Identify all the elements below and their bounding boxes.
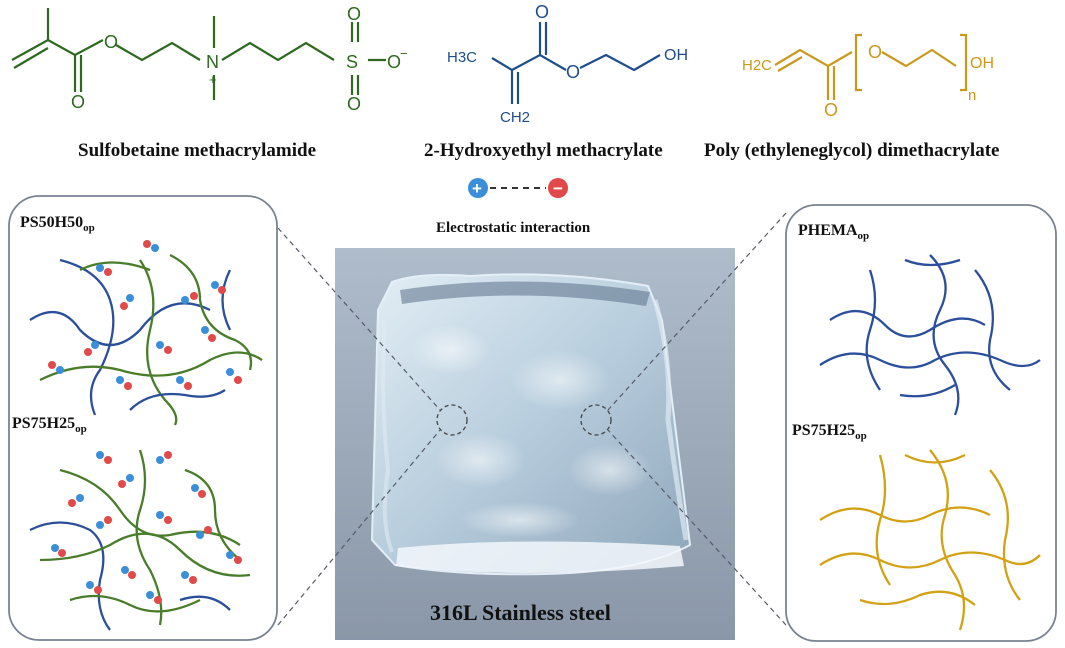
atom-o: O — [104, 32, 118, 52]
atom-o: O — [347, 94, 361, 114]
atom-o: O — [824, 100, 838, 120]
positive-charge-icon — [468, 178, 488, 198]
atom-oh: OH — [970, 55, 994, 72]
zoom-circle-left — [436, 404, 468, 436]
panel-label-ps75h25-right: PS75H25op — [792, 422, 867, 442]
charge-plus: + — [209, 72, 217, 87]
atom-h3c: H3C — [447, 49, 477, 66]
network-ps75h25-right — [819, 449, 1041, 631]
atom-o: O — [347, 4, 361, 24]
pegdma-structure — [774, 33, 968, 100]
panel-label-ps75h25-left: PS75H25op — [12, 415, 87, 435]
sulfobetaine-name: Sulfobetaine methacrylamide — [78, 140, 317, 161]
charges-ps75h25-left — [51, 451, 242, 604]
sulfobetaine-structure — [11, 8, 386, 100]
atom-h2c: H2C — [742, 57, 772, 74]
network-ps50h50 — [29, 253, 263, 426]
charge-minus: − — [400, 46, 408, 61]
network-phema — [819, 254, 1041, 416]
panel-label-ps50h50: PS50H50op — [20, 214, 95, 234]
charges-ps50h50 — [48, 240, 242, 390]
steel-caption: 316L Stainless steel — [430, 600, 611, 625]
atom-o: O — [387, 52, 401, 72]
hema-atoms: H3C O O OH CH2 — [447, 2, 688, 126]
pegdma-atoms: H2C O O OH n — [742, 42, 994, 120]
zoom-connectors — [277, 212, 787, 626]
atom-o: O — [868, 42, 882, 62]
atom-o: O — [535, 2, 549, 22]
atom-ch2: CH2 — [500, 109, 530, 126]
atom-n: N — [206, 52, 219, 72]
right-panel — [785, 204, 1057, 642]
repeat-n: n — [968, 87, 976, 104]
svg-text:+: + — [472, 179, 482, 198]
sulfobetaine-atoms: O O N + S O O O − — [71, 4, 408, 114]
svg-text:−: − — [553, 179, 563, 198]
atom-o: O — [71, 92, 85, 112]
atom-o: O — [566, 62, 580, 82]
legend-caption: Electrostatic interaction — [436, 220, 591, 236]
zoom-circle-right — [580, 404, 612, 436]
hydrogel-photo — [335, 248, 735, 640]
hema-name: 2-Hydroxyethyl methacrylate — [424, 140, 663, 161]
atom-oh: OH — [664, 47, 688, 64]
panel-label-phema: PHEMAop — [798, 222, 870, 242]
atom-s: S — [346, 52, 358, 72]
charge-legend: + − — [468, 178, 568, 198]
pegdma-name: Poly (ethyleneglycol) dimethacrylate — [704, 140, 1000, 161]
negative-charge-icon — [548, 178, 568, 198]
hema-structure — [491, 22, 661, 104]
